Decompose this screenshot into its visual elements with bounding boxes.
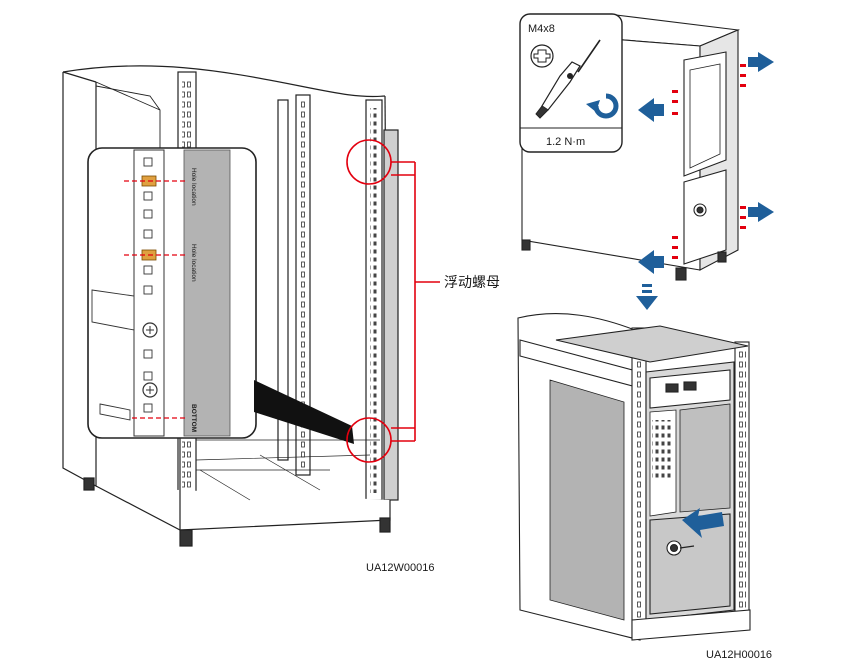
- screw-spec-label: M4x8: [528, 23, 555, 35]
- right-cabinet: [517, 313, 751, 641]
- insert-arrow: [682, 508, 724, 538]
- inset-detail: Hole location Hole location BOTTOM: [87, 147, 257, 439]
- hole-location-label-2: Hole location: [190, 244, 197, 282]
- push-arrows: [638, 52, 774, 274]
- phillips-head-icon: [530, 44, 554, 68]
- torque-label: 1.2 N·m: [546, 136, 585, 148]
- hole-location-label-1: Hole location: [190, 168, 197, 206]
- bottom-label: BOTTOM: [190, 404, 197, 432]
- inset-pointer: [254, 380, 354, 444]
- screwdriver-icon: [535, 39, 601, 119]
- callout-label: 浮动螺母: [444, 275, 500, 291]
- left-figure-code: UA12W00016: [366, 562, 435, 574]
- floating-nut-callout: [346, 139, 440, 463]
- right-figure-code: UA12H00016: [706, 649, 772, 661]
- screw-marks: [672, 64, 746, 259]
- screw-spec-box: M4x8 1.2 N·m: [519, 13, 623, 153]
- step-down-arrow: [636, 284, 658, 310]
- clockwise-arrow-icon: [586, 93, 619, 119]
